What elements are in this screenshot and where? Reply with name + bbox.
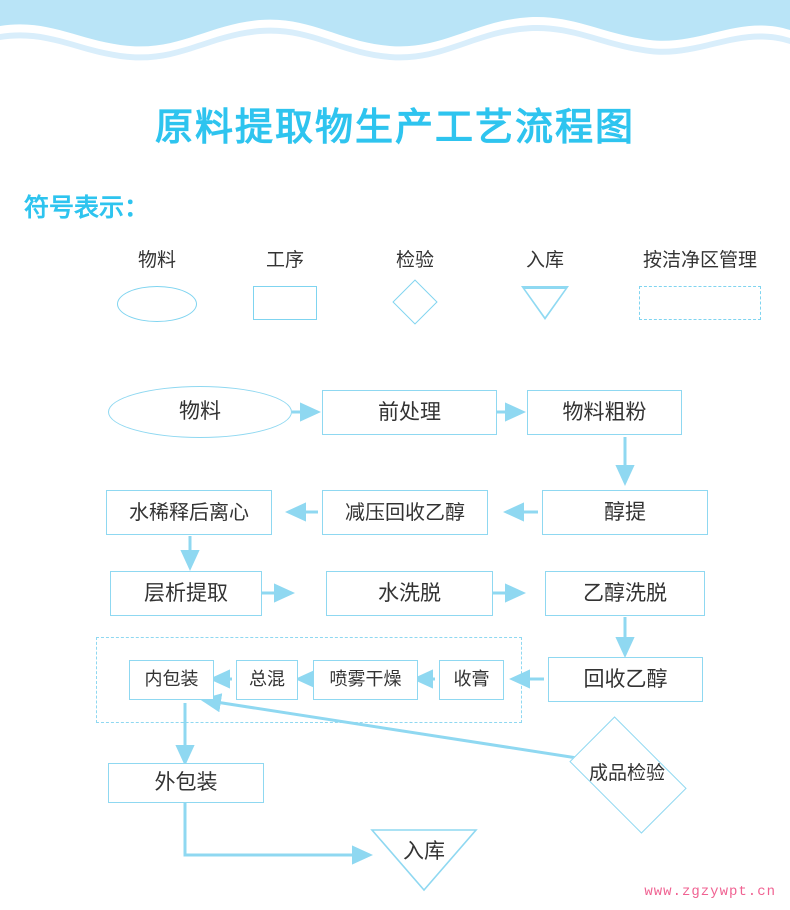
legend-shape-triangle-icon [490, 286, 600, 328]
legend-label: 工序 [265, 250, 304, 271]
legend-item-warehouse: 入库 [490, 245, 600, 328]
flow-node-pretreatment[interactable]: 前处理 [322, 390, 497, 435]
legend-title: 符号表示： [24, 194, 150, 222]
flow-node-label: 收膏 [453, 669, 490, 690]
flow-node-spray-drying[interactable]: 喷雾干燥 [313, 660, 418, 700]
flow-node-label: 乙醇洗脱 [583, 581, 667, 605]
flow-node-label: 层析提取 [144, 581, 228, 605]
page-title: 原料提取物生产工艺流程图 [154, 107, 635, 149]
triangle-shape [370, 829, 478, 892]
legend-label: 检验 [395, 250, 434, 271]
flow-node-coarse-powder[interactable]: 物料粗粉 [527, 390, 682, 435]
legend-label: 入库 [525, 250, 564, 271]
clean-zone-boundary [96, 637, 522, 723]
flow-node-label: 入库 [403, 840, 445, 864]
legend-shape-ellipse-icon [102, 286, 212, 328]
legend-label: 物料 [137, 250, 176, 271]
decorative-wave-band [0, 0, 790, 62]
flow-node-total-mixing[interactable]: 总混 [236, 660, 298, 700]
flow-node-chromatography-extraction[interactable]: 层析提取 [110, 571, 262, 616]
flow-node-finished-product-inspection[interactable]: 成品检验 [552, 716, 702, 834]
flow-node-label: 醇提 [604, 500, 646, 524]
legend-shape-rect-icon [230, 286, 340, 328]
legend-shape-dashed-rect-icon [590, 286, 790, 328]
flow-node-inner-packaging[interactable]: 内包装 [129, 660, 214, 700]
legend-row: 物料 工序 检验 入库 按洁净区管理 [60, 245, 770, 335]
flow-node-water-dilute-centrifuge[interactable]: 水稀释后离心 [106, 490, 272, 535]
flow-node-label: 总混 [249, 669, 285, 690]
flow-node-label: 外包装 [154, 771, 218, 795]
flow-node-label: 前处理 [378, 400, 441, 424]
flow-node-warehouse-in[interactable]: 入库 [370, 828, 478, 892]
flow-node-ethanol-recovery[interactable]: 回收乙醇 [548, 657, 703, 702]
flow-node-label: 水稀释后离心 [129, 501, 249, 524]
watermark: www.zgzywpt.cn [644, 884, 776, 900]
flow-node-label: 成品检验 [588, 762, 665, 784]
flow-node-vacuum-ethanol-recovery[interactable]: 减压回收乙醇 [322, 490, 488, 535]
flow-node-material[interactable]: 物料 [108, 386, 292, 438]
legend-item-material: 物料 [102, 245, 212, 328]
flow-node-label: 物料粗粉 [562, 400, 647, 424]
flow-node-outer-packaging[interactable]: 外包装 [108, 763, 264, 803]
legend-item-inspection: 检验 [360, 245, 470, 328]
flow-node-label: 喷雾干燥 [329, 669, 402, 690]
flow-node-collect-paste[interactable]: 收膏 [439, 660, 504, 700]
flow-node-alcohol-extraction[interactable]: 醇提 [542, 490, 708, 535]
flow-node-label: 回收乙醇 [583, 667, 668, 691]
flow-node-ethanol-elution[interactable]: 乙醇洗脱 [545, 571, 705, 616]
flow-node-label: 减压回收乙醇 [345, 501, 465, 524]
flow-node-label: 水洗脱 [378, 581, 441, 605]
legend-label: 按洁净区管理 [642, 250, 757, 271]
legend-item-process: 工序 [230, 245, 340, 328]
flow-node-water-elution[interactable]: 水洗脱 [326, 571, 493, 616]
legend-item-clean-zone: 按洁净区管理 [590, 245, 790, 328]
flow-node-label: 内包装 [144, 669, 199, 690]
flow-node-label: 物料 [179, 400, 221, 424]
